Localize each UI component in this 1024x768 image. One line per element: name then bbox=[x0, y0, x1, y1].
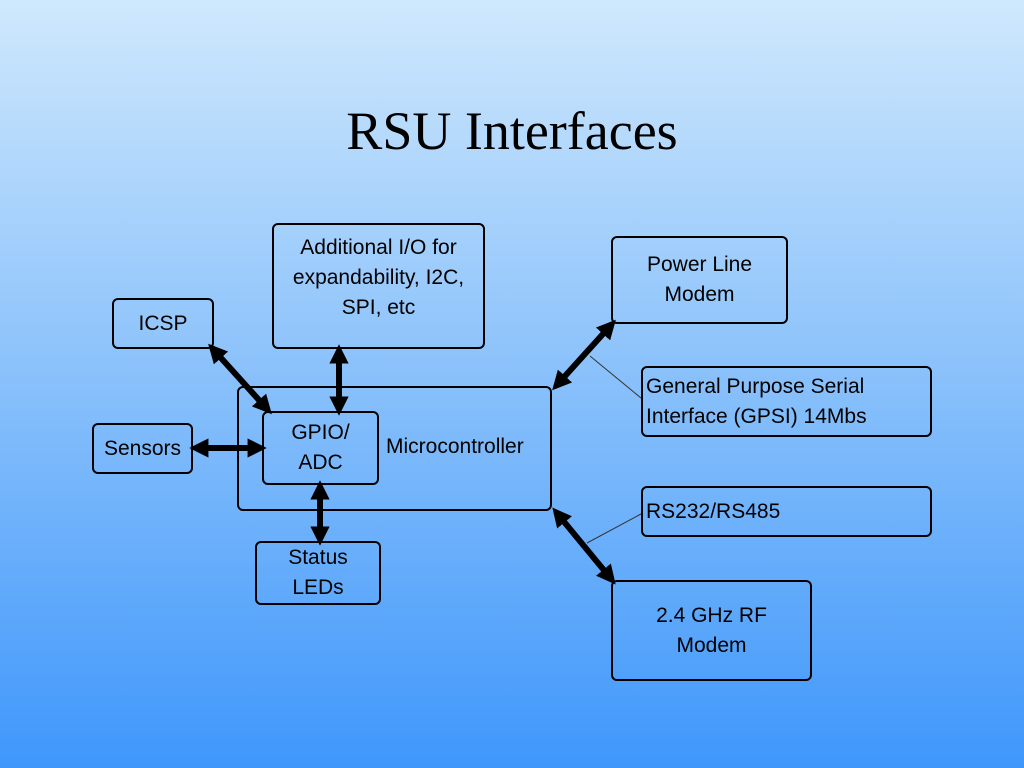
mcu-rf-modem-arrow bbox=[552, 507, 616, 585]
status-leds-box: Status LEDs bbox=[255, 541, 381, 605]
gpsi-box: General Purpose Serial Interface (GPSI) … bbox=[641, 366, 932, 437]
rf-modem-box: 2.4 GHz RF Modem bbox=[611, 580, 812, 681]
icsp-box: ICSP bbox=[112, 298, 214, 349]
gpsi-callout-line bbox=[589, 355, 642, 399]
slide-title: RSU Interfaces bbox=[346, 101, 678, 161]
power-line-modem-box: Power Line Modem bbox=[611, 236, 788, 324]
icsp-gpio-arrow bbox=[208, 343, 272, 415]
mcu-power-line-arrow bbox=[552, 319, 616, 391]
rs232-rs485-box: RS232/RS485 bbox=[641, 486, 932, 537]
rs232-callout-line bbox=[586, 513, 642, 544]
additional-io-box: Additional I/O for expandability, I2C, S… bbox=[272, 223, 485, 349]
microcontroller-label: Microcontroller bbox=[386, 435, 524, 458]
